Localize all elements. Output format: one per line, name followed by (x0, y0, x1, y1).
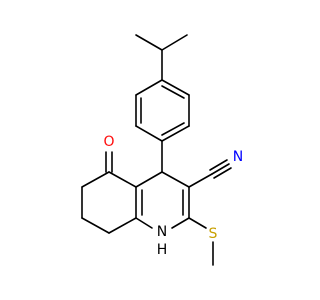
nitrile-group (188, 159, 232, 188)
atom-nitrogen-hydrogen-label: H (157, 242, 168, 258)
bond-cn-triple-1 (211, 163, 230, 175)
bond-c2-n1 (171, 217, 190, 229)
molecule-structure-diagram: O N N H S (81, 34, 243, 266)
bond-c4a-c5 (108, 171, 137, 188)
bond-c4-c4a (135, 171, 163, 188)
methylthio-group (188, 217, 214, 266)
bond-cn-triple-3 (213, 167, 232, 179)
bond-c8-c8a (108, 217, 137, 234)
bond-c5-c6 (81, 171, 110, 188)
isopropyl-group (135, 34, 188, 81)
phenyl-ring (135, 79, 190, 142)
bond-phenyl-3 (161, 125, 190, 142)
bond-phenyl-6 (135, 79, 163, 96)
bond-c3-cn (188, 173, 213, 188)
atom-nitrogen-nitrile-label: N (233, 149, 243, 165)
bond-phenyl-double-1 (161, 85, 185, 99)
bond-c2-s (188, 217, 207, 229)
atom-oxygen-label: O (103, 134, 114, 150)
bond-isopropyl-right-methyl (161, 34, 188, 51)
bond-n1-c8a (135, 217, 153, 229)
carbonyl-group (105, 151, 113, 173)
bond-phenyl-double-2 (161, 122, 185, 136)
atom-sulfur-label: S (209, 226, 218, 242)
bond-c7-c8 (81, 217, 110, 234)
bond-isopropyl-left-methyl (135, 34, 163, 51)
bond-c4-c3 (161, 171, 190, 188)
bond-phenyl-1 (161, 79, 190, 96)
bond-cn-triple-2 (209, 159, 228, 171)
bond-phenyl-4 (135, 125, 163, 142)
dihydropyridine-ring (135, 171, 190, 229)
atom-nitrogen-ring-label: N (157, 224, 167, 240)
cyclohexanone-ring (81, 171, 137, 234)
